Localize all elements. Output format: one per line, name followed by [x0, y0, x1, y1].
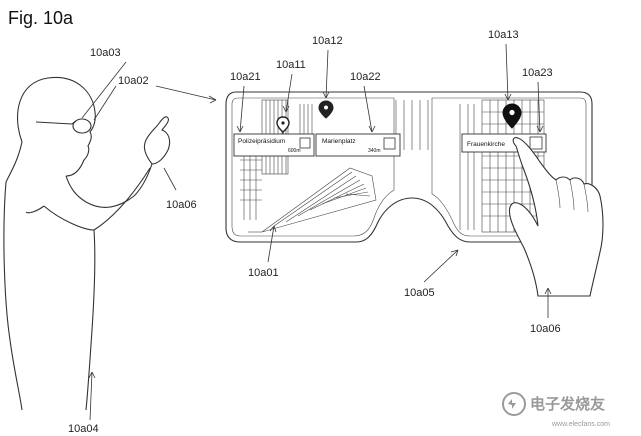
label-user-eye: 10a03	[90, 47, 121, 59]
leader-pin-right	[505, 43, 509, 101]
poi-checkbox-middle[interactable]	[383, 137, 396, 150]
leader-user	[89, 371, 93, 421]
arrowhead-card-left	[236, 125, 244, 133]
leader-card-middle	[363, 85, 373, 133]
arrowhead-display-frame	[450, 249, 459, 257]
arrowhead-ar-display	[269, 225, 277, 233]
ar-glasses: Polizeipräsidium 600m Marienplatz 340m F…	[225, 91, 593, 243]
user-neck	[5, 141, 23, 183]
watermark-url: www.elecfans.com	[551, 421, 610, 428]
arrowhead-card-right	[536, 125, 544, 133]
pointing-hand	[508, 137, 604, 297]
label-glasses: 10a02	[118, 75, 149, 87]
leader-pin-middle	[325, 49, 329, 99]
leader-card-left	[239, 85, 245, 133]
leader-user-hand	[163, 167, 177, 191]
label-card-left: 10a21	[230, 71, 261, 83]
leader-pin-left	[285, 73, 293, 113]
label-user: 10a04	[68, 423, 99, 435]
poi-checkbox-right[interactable]	[529, 136, 543, 150]
watermark-logo-icon	[502, 392, 526, 416]
poi-name-right: Frauenkirche	[467, 141, 505, 148]
user-head	[16, 76, 96, 177]
arrow-to-display	[155, 85, 217, 101]
label-card-middle: 10a22	[350, 71, 381, 83]
poi-distance-middle: 340m	[368, 148, 381, 154]
user-elbow	[25, 205, 45, 214]
map-pin-left-icon	[276, 116, 290, 134]
street-perspective	[248, 167, 377, 233]
poi-checkbox-left[interactable]	[299, 137, 311, 149]
label-pin-middle: 10a12	[312, 35, 343, 47]
leader-display-frame	[423, 249, 459, 283]
poi-card-left[interactable]: Polizeipräsidium 600m	[233, 133, 315, 157]
glasses-bridge	[71, 120, 77, 125]
poi-card-middle[interactable]: Marienplatz 340m	[315, 133, 401, 157]
poi-card-right[interactable]: Frauenkirche	[461, 133, 547, 153]
poi-name-middle: Marienplatz	[322, 138, 356, 145]
left-building	[240, 99, 313, 220]
label-display-frame: 10a05	[404, 287, 435, 299]
left-lens	[231, 97, 395, 237]
user-torso-right	[43, 205, 96, 411]
poi-distance-left: 600m	[288, 148, 301, 154]
leader-glasses	[93, 85, 117, 121]
label-ar-display: 10a01	[248, 267, 279, 279]
glasses-lens	[72, 118, 92, 134]
leader-ar-display	[267, 225, 275, 263]
watermark: 电子发烧友 www.elecfans.com	[502, 392, 610, 428]
label-pin-left: 10a11	[276, 59, 306, 71]
figure-title: Fig. 10a	[8, 8, 74, 28]
glasses-temple	[35, 121, 73, 125]
user-arm	[93, 167, 151, 231]
label-pointing-hand: 10a06	[530, 323, 561, 335]
map-pin-middle-icon	[318, 100, 334, 119]
user-shoulder	[65, 163, 153, 208]
arrowhead-pin-right	[504, 93, 512, 101]
label-pin-right: 10a13	[488, 29, 519, 41]
arrowhead-user	[88, 371, 96, 379]
arrowhead-pin-middle	[322, 91, 330, 99]
poi-name-left: Polizeipräsidium	[238, 138, 285, 145]
arrowhead-card-middle	[368, 125, 376, 133]
arrowhead-pointing-hand	[544, 287, 552, 295]
label-card-right: 10a23	[522, 67, 553, 79]
watermark-brand: 电子发烧友	[530, 395, 605, 413]
arrowhead-display	[208, 95, 217, 104]
label-user-hand: 10a06	[166, 199, 197, 211]
map-pin-right-icon	[502, 103, 522, 129]
user-torso-left	[3, 181, 23, 411]
user-raised-hand	[143, 116, 171, 165]
user-figure	[3, 76, 171, 411]
leader-user-eye	[81, 61, 127, 119]
arrowhead-pin-left	[282, 105, 290, 113]
middle-building	[395, 100, 429, 150]
leader-card-right	[537, 81, 541, 133]
